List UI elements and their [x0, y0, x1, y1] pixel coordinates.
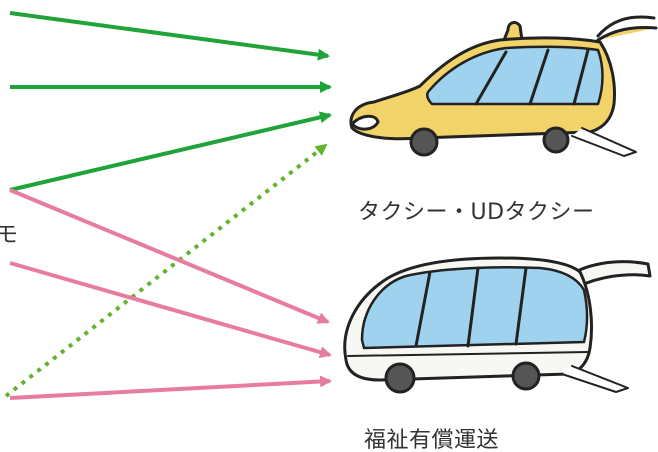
taxi-label: タクシー・UDタクシー	[358, 200, 595, 225]
welfare-van-illustration	[343, 256, 652, 394]
taxi-illustration	[349, 15, 658, 157]
pink-arrow-3	[9, 375, 332, 400]
cut-off-label: モ	[0, 223, 19, 248]
green-arrow-1	[9, 11, 330, 61]
welfare-transport-label: 福祉有償運送	[364, 428, 500, 452]
pink-arrow-1	[9, 188, 330, 324]
pink-arrow-2	[9, 261, 332, 359]
green-arrow-3	[9, 111, 332, 192]
dotted-arrow	[4, 143, 328, 398]
